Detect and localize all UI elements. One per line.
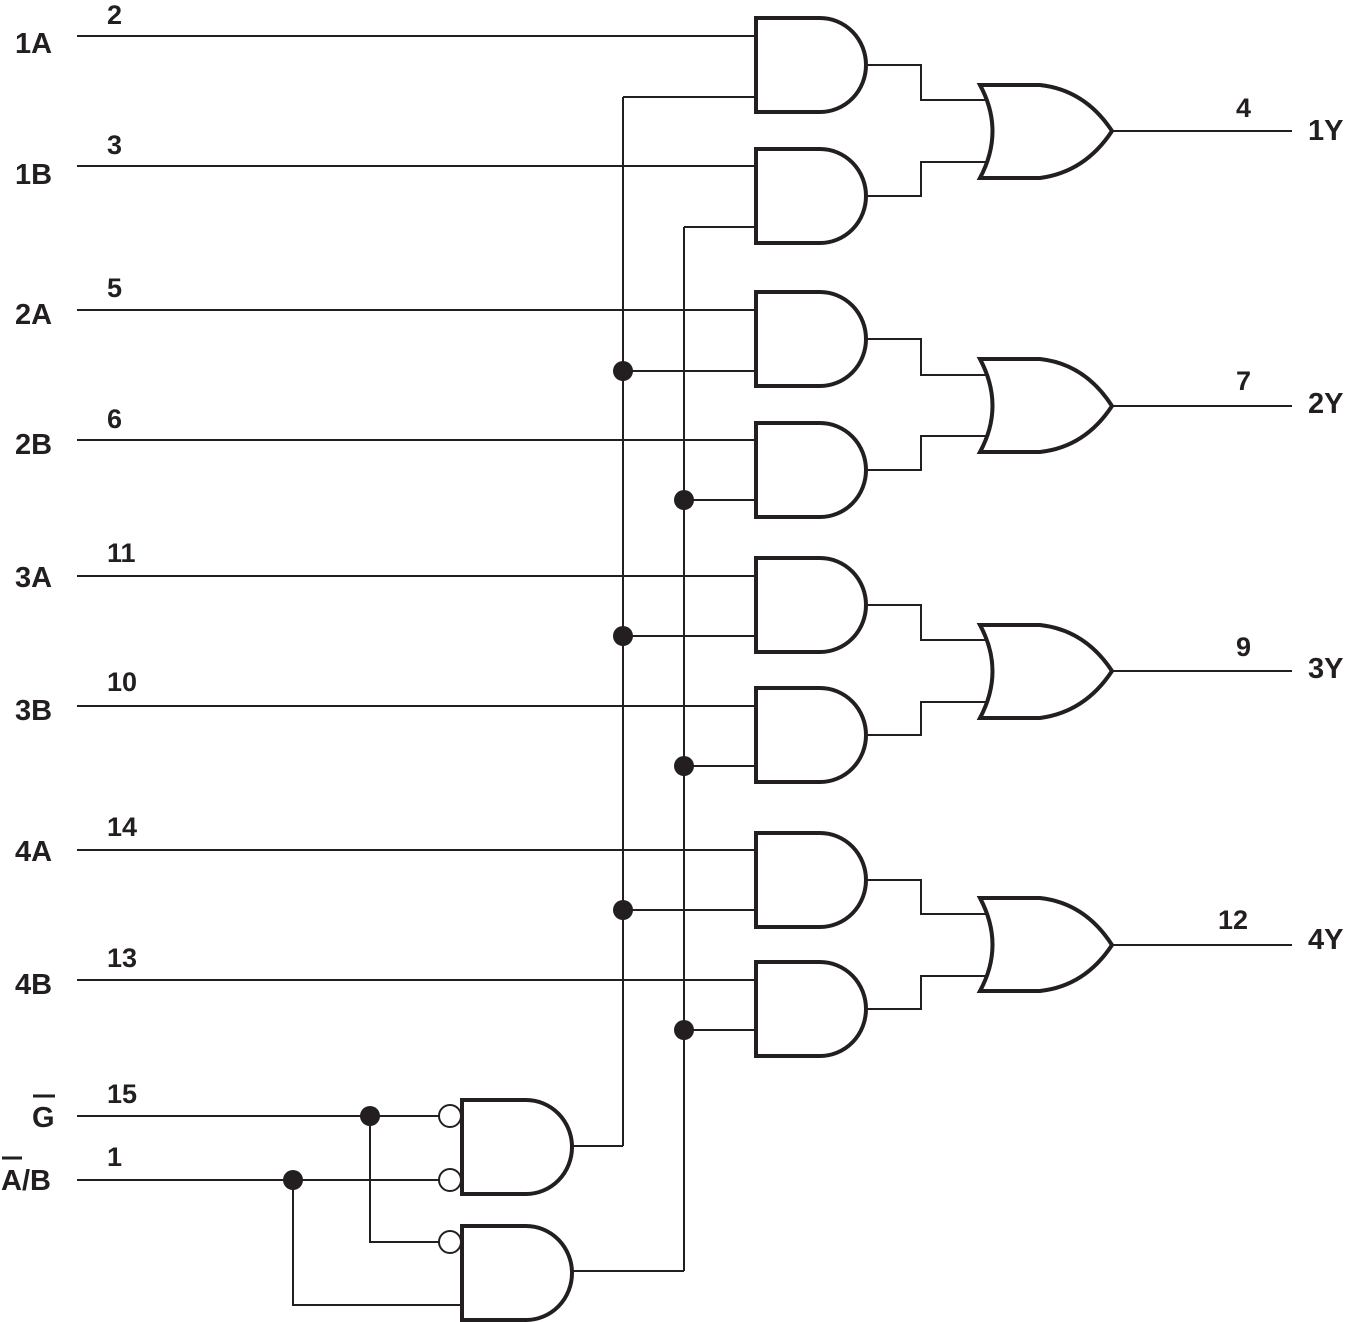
junction-dot xyxy=(613,361,633,381)
pin-number-4b: 13 xyxy=(107,943,137,973)
and-gate-4 xyxy=(754,421,868,519)
and-gate-3 xyxy=(754,290,868,388)
signal-label-3a: 3A xyxy=(15,562,52,594)
signal-label-3y: 3Y xyxy=(1308,653,1343,685)
pin-number-2a: 5 xyxy=(107,273,122,303)
and-gate-1 xyxy=(754,16,868,114)
link-and3-or2 xyxy=(866,338,988,376)
link-and4-or2 xyxy=(866,435,988,471)
or-gate-1 xyxy=(976,83,1115,180)
signal-label-2a: 2A xyxy=(15,299,52,331)
signal-label-1a: 1A xyxy=(15,28,52,60)
pin-number-3y: 9 xyxy=(1236,632,1251,662)
inverter-bubble xyxy=(438,1230,462,1254)
pin-number-1a: 2 xyxy=(107,0,122,30)
and-gate-6 xyxy=(754,686,868,784)
signal-label-a: A xyxy=(1,1165,22,1197)
link-and7-or4 xyxy=(866,879,988,915)
signal-label-1b: 1B xyxy=(15,159,52,191)
control-and-gate-upper xyxy=(460,1098,574,1196)
link-and6-or3 xyxy=(866,701,988,736)
signal-label-4a: 4A xyxy=(15,836,52,868)
or-gate-4 xyxy=(976,896,1115,993)
wire-g-to-lower-gate xyxy=(369,1116,440,1243)
pin-number-4y: 12 xyxy=(1218,905,1248,935)
junction-dot xyxy=(613,626,633,646)
signal-label-ab: A/B xyxy=(1,1165,51,1197)
pin-number-3a: 11 xyxy=(107,538,136,568)
link-and1-or1 xyxy=(866,64,988,101)
junction-dot xyxy=(674,1020,694,1040)
pin-number-g: 15 xyxy=(107,1079,137,1109)
and-to-or-wires xyxy=(866,64,988,1010)
output-labels: 4 7 9 12 1Y 2Y 3Y 4Y xyxy=(1218,93,1343,956)
pin-number-1y: 4 xyxy=(1236,93,1251,123)
signal-label-1y: 1Y xyxy=(1308,115,1343,147)
input-wires xyxy=(77,35,755,981)
signal-label-4y: 4Y xyxy=(1308,924,1343,956)
or-gate-3 xyxy=(976,623,1115,720)
pin-number-4a: 14 xyxy=(107,812,137,842)
signal-label-4b: 4B xyxy=(15,969,52,1001)
output-wires xyxy=(1112,130,1292,946)
control-section xyxy=(77,1098,574,1322)
signal-label-2y: 2Y xyxy=(1308,388,1343,420)
pin-number-1b: 3 xyxy=(107,130,122,160)
and-gate-8 xyxy=(754,960,868,1058)
junction-dot-ab xyxy=(283,1170,303,1190)
signal-label-b: /B xyxy=(22,1165,51,1197)
link-and5-or3 xyxy=(866,604,988,641)
and-gate-5 xyxy=(754,556,868,654)
pin-number-ab: 1 xyxy=(107,1142,122,1172)
control-labels: G 15 A/B 1 xyxy=(1,1079,137,1197)
or-gates xyxy=(976,83,1115,993)
link-and2-or1 xyxy=(866,161,988,197)
junction-dot-g xyxy=(360,1106,380,1126)
input-labels: 1A 1B 2A 2B 3A 3B 4A 4B xyxy=(15,28,52,1001)
pin-number-2y: 7 xyxy=(1236,366,1251,396)
junction-dot xyxy=(674,756,694,776)
control-and-gate-lower xyxy=(460,1224,574,1322)
junction-dot xyxy=(674,490,694,510)
signal-label-3b: 3B xyxy=(15,695,52,727)
inverter-bubble xyxy=(438,1104,462,1128)
bus-junctions xyxy=(613,361,694,1040)
signal-label-2b: 2B xyxy=(15,429,52,461)
wire-ab-to-lower-gate xyxy=(292,1180,462,1306)
input-pin-numbers: 2 3 5 6 11 10 14 13 xyxy=(107,0,137,973)
pin-number-2b: 6 xyxy=(107,404,122,434)
select-bus-b xyxy=(572,226,755,1272)
pin-number-3b: 10 xyxy=(107,667,137,697)
and-gates xyxy=(754,16,868,1058)
inverter-bubble xyxy=(438,1168,462,1192)
and-gate-7 xyxy=(754,831,868,929)
and-gate-2 xyxy=(754,147,868,245)
select-bus-a xyxy=(572,96,755,1147)
signal-label-g: G xyxy=(32,1102,55,1134)
or-gate-2 xyxy=(976,357,1115,454)
link-and8-or4 xyxy=(866,975,988,1010)
junction-dot xyxy=(613,900,633,920)
